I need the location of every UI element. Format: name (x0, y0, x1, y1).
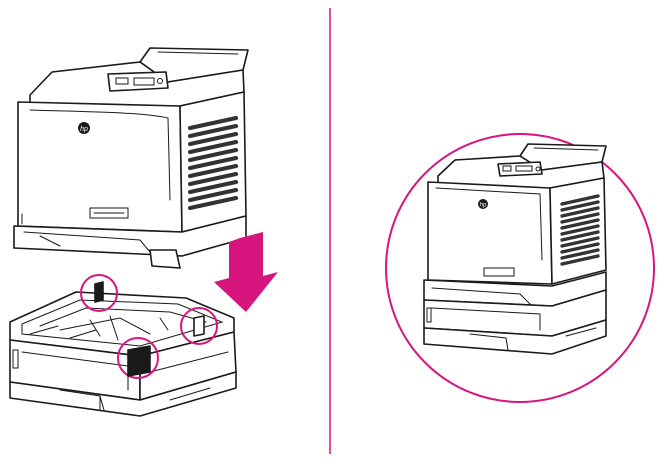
svg-text:hp: hp (480, 203, 487, 209)
highlight-circle-icon (80, 274, 218, 379)
printer-assembled: hp (423, 143, 607, 355)
left-panel: hp (9, 47, 278, 417)
hp-logo: hp (78, 122, 90, 134)
result-circle (385, 133, 655, 403)
printer-top-unit: hp (13, 47, 249, 269)
alignment-pins (94, 281, 205, 377)
vent-grille (187, 115, 239, 211)
svg-text:hp: hp (80, 126, 88, 133)
control-panel (107, 71, 169, 92)
optional-tray (9, 291, 237, 417)
down-arrow-icon (214, 232, 278, 312)
right-panel: hp (385, 133, 655, 403)
